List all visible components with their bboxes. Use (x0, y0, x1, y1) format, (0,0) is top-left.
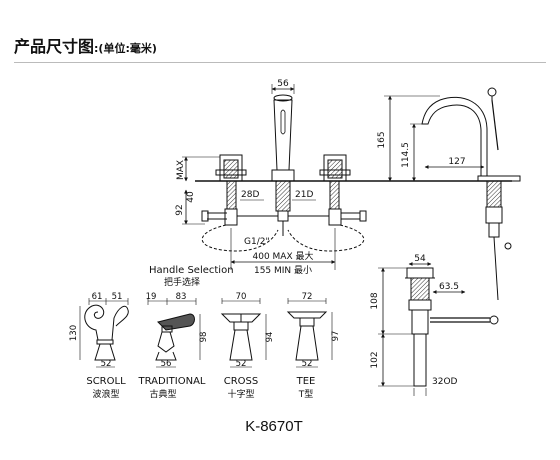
handle-title-cn: 把手选择 (164, 276, 200, 288)
handle-tee-name-cn: T型 (298, 389, 314, 400)
handle-cross-name-en: CROSS (224, 376, 259, 387)
left-valve (201, 154, 247, 226)
dim-thread: G1/2" (244, 237, 270, 247)
dim-drain-54: 54 (414, 254, 426, 264)
side-view (380, 87, 521, 301)
front-view (182, 84, 380, 270)
dim-drain-108: 108 (370, 292, 380, 309)
dim-max-label: MAX (176, 160, 186, 180)
handle-scroll (79, 298, 129, 368)
handle-traditional-dim-1: 19 (146, 292, 157, 302)
dim-drain-od: 32OD (432, 377, 458, 387)
handle-traditional-dim-4: 56 (161, 359, 172, 369)
side-view-labels: 165 114.5 127 (377, 131, 466, 167)
hose-left (201, 224, 279, 252)
front-view-labels: 56 MAX 40 92 28D 21D G1/2" 400 MAX 最大 15… (175, 79, 314, 276)
handle-cross-name-cn: 十字型 (227, 388, 254, 400)
page-header: 产品尺寸图:(单位:毫米) (14, 33, 157, 57)
dim-reach-127: 127 (448, 157, 465, 167)
handle-traditional (147, 298, 201, 368)
unit-note: :(单位:毫米) (94, 42, 157, 55)
handle-scroll-name-en: SCROLL (86, 376, 126, 387)
handle-traditional-name-en: TRADITIONAL (138, 376, 206, 387)
handle-scroll-dim-4: 52 (101, 359, 112, 369)
dim-spout-width: 56 (277, 79, 289, 89)
dim-height-165: 165 (377, 131, 387, 148)
dim-span-min: 155 MIN 最小 (254, 265, 312, 276)
handle-cross-dim-2: 94 (265, 332, 275, 343)
dim-height-114: 114.5 (401, 142, 411, 168)
header-divider (14, 62, 546, 63)
drain-view-labels: 54 63.5 108 102 32OD (370, 254, 459, 387)
handle-traditional-name-cn: 古典型 (149, 388, 176, 400)
handle-cross (220, 298, 267, 368)
handle-tee-dim-1: 72 (302, 292, 313, 302)
handle-cross-dim-3: 52 (236, 359, 247, 369)
handle-cross-dim-1: 70 (236, 292, 247, 302)
handle-selection: Handle Selection 把手选择 61 51 130 52 SCROL… (69, 265, 341, 400)
hose-right (287, 224, 365, 252)
handle-traditional-dim-3: 98 (199, 332, 209, 343)
dim-diameter-21: 21D (295, 190, 313, 200)
dim-drain-63: 63.5 (439, 282, 459, 292)
handle-scroll-dim-2: 51 (112, 292, 123, 302)
drain-view (378, 262, 499, 396)
handle-scroll-dim-1: 61 (92, 292, 103, 302)
dim-height-92: 92 (175, 204, 185, 215)
handle-scroll-name-cn: 波浪型 (92, 388, 119, 400)
dim-drain-102: 102 (370, 351, 380, 368)
page-title: 产品尺寸图 (14, 37, 95, 56)
spout (273, 99, 293, 171)
right-valve (319, 154, 367, 226)
handle-tee-name-en: TEE (296, 376, 316, 387)
model-number-row: K-8670T (0, 418, 560, 435)
dim-span-max: 400 MAX 最大 (253, 250, 314, 262)
handle-tee (286, 298, 333, 368)
handle-tee-dim-3: 52 (302, 359, 313, 369)
dim-height-40: 40 (186, 191, 196, 203)
model-number: K-8670T (245, 418, 303, 435)
handle-scroll-dim-3: 130 (69, 325, 79, 341)
handle-tee-dim-2: 97 (331, 331, 341, 342)
handle-traditional-dim-2: 83 (176, 292, 187, 302)
dim-diameter-28: 28D (241, 190, 259, 200)
handle-title-en: Handle Selection (149, 265, 234, 276)
